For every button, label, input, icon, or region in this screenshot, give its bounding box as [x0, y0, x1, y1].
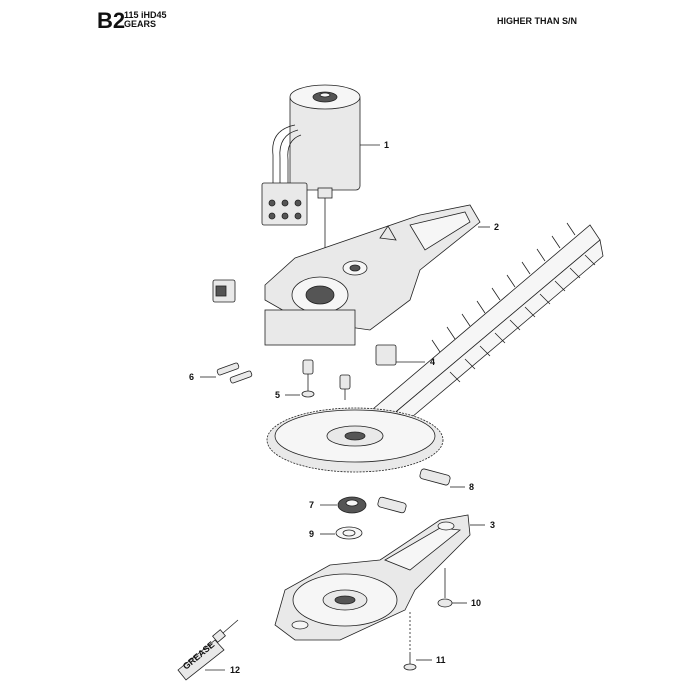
- part-1-motor[interactable]: [261, 84, 361, 290]
- callout-4: 4: [430, 357, 435, 367]
- part-3-bottom-cover[interactable]: [274, 514, 485, 641]
- callout-1: 1: [384, 140, 389, 150]
- serial-note: HIGHER THAN S/N: [497, 16, 578, 26]
- part-6-screws[interactable]: [200, 362, 253, 384]
- callout-6: 6: [189, 372, 194, 382]
- blade-assembly: [359, 222, 604, 445]
- callout-5: 5: [275, 390, 280, 400]
- callout-3: 3: [490, 520, 495, 530]
- section-code: B2: [97, 8, 126, 33]
- callout-7: 7: [309, 500, 314, 510]
- part-7-bearing[interactable]: [320, 496, 367, 514]
- rubber-block[interactable]: [212, 279, 236, 303]
- model-name: 115 iHD45: [124, 10, 167, 20]
- callout-9: 9: [309, 529, 314, 539]
- callout-8: 8: [469, 482, 474, 492]
- callout-10: 10: [471, 598, 481, 608]
- callout-2: 2: [494, 222, 499, 232]
- part-9-washer[interactable]: [320, 526, 363, 540]
- part-4-block[interactable]: [375, 344, 425, 366]
- diagram-title: GEARS: [124, 19, 157, 29]
- part-10-screw[interactable]: [437, 568, 467, 608]
- callout-12: 12: [230, 665, 240, 675]
- large-gear[interactable]: [266, 407, 444, 473]
- callout-11: 11: [436, 655, 446, 665]
- part-8-pins[interactable]: [377, 468, 465, 514]
- part-2-gear-housing[interactable]: [264, 204, 481, 346]
- part-12-grease-tube[interactable]: GREASE: [177, 619, 239, 681]
- part-5-screws[interactable]: [285, 359, 351, 400]
- part-11-screw[interactable]: [403, 612, 432, 671]
